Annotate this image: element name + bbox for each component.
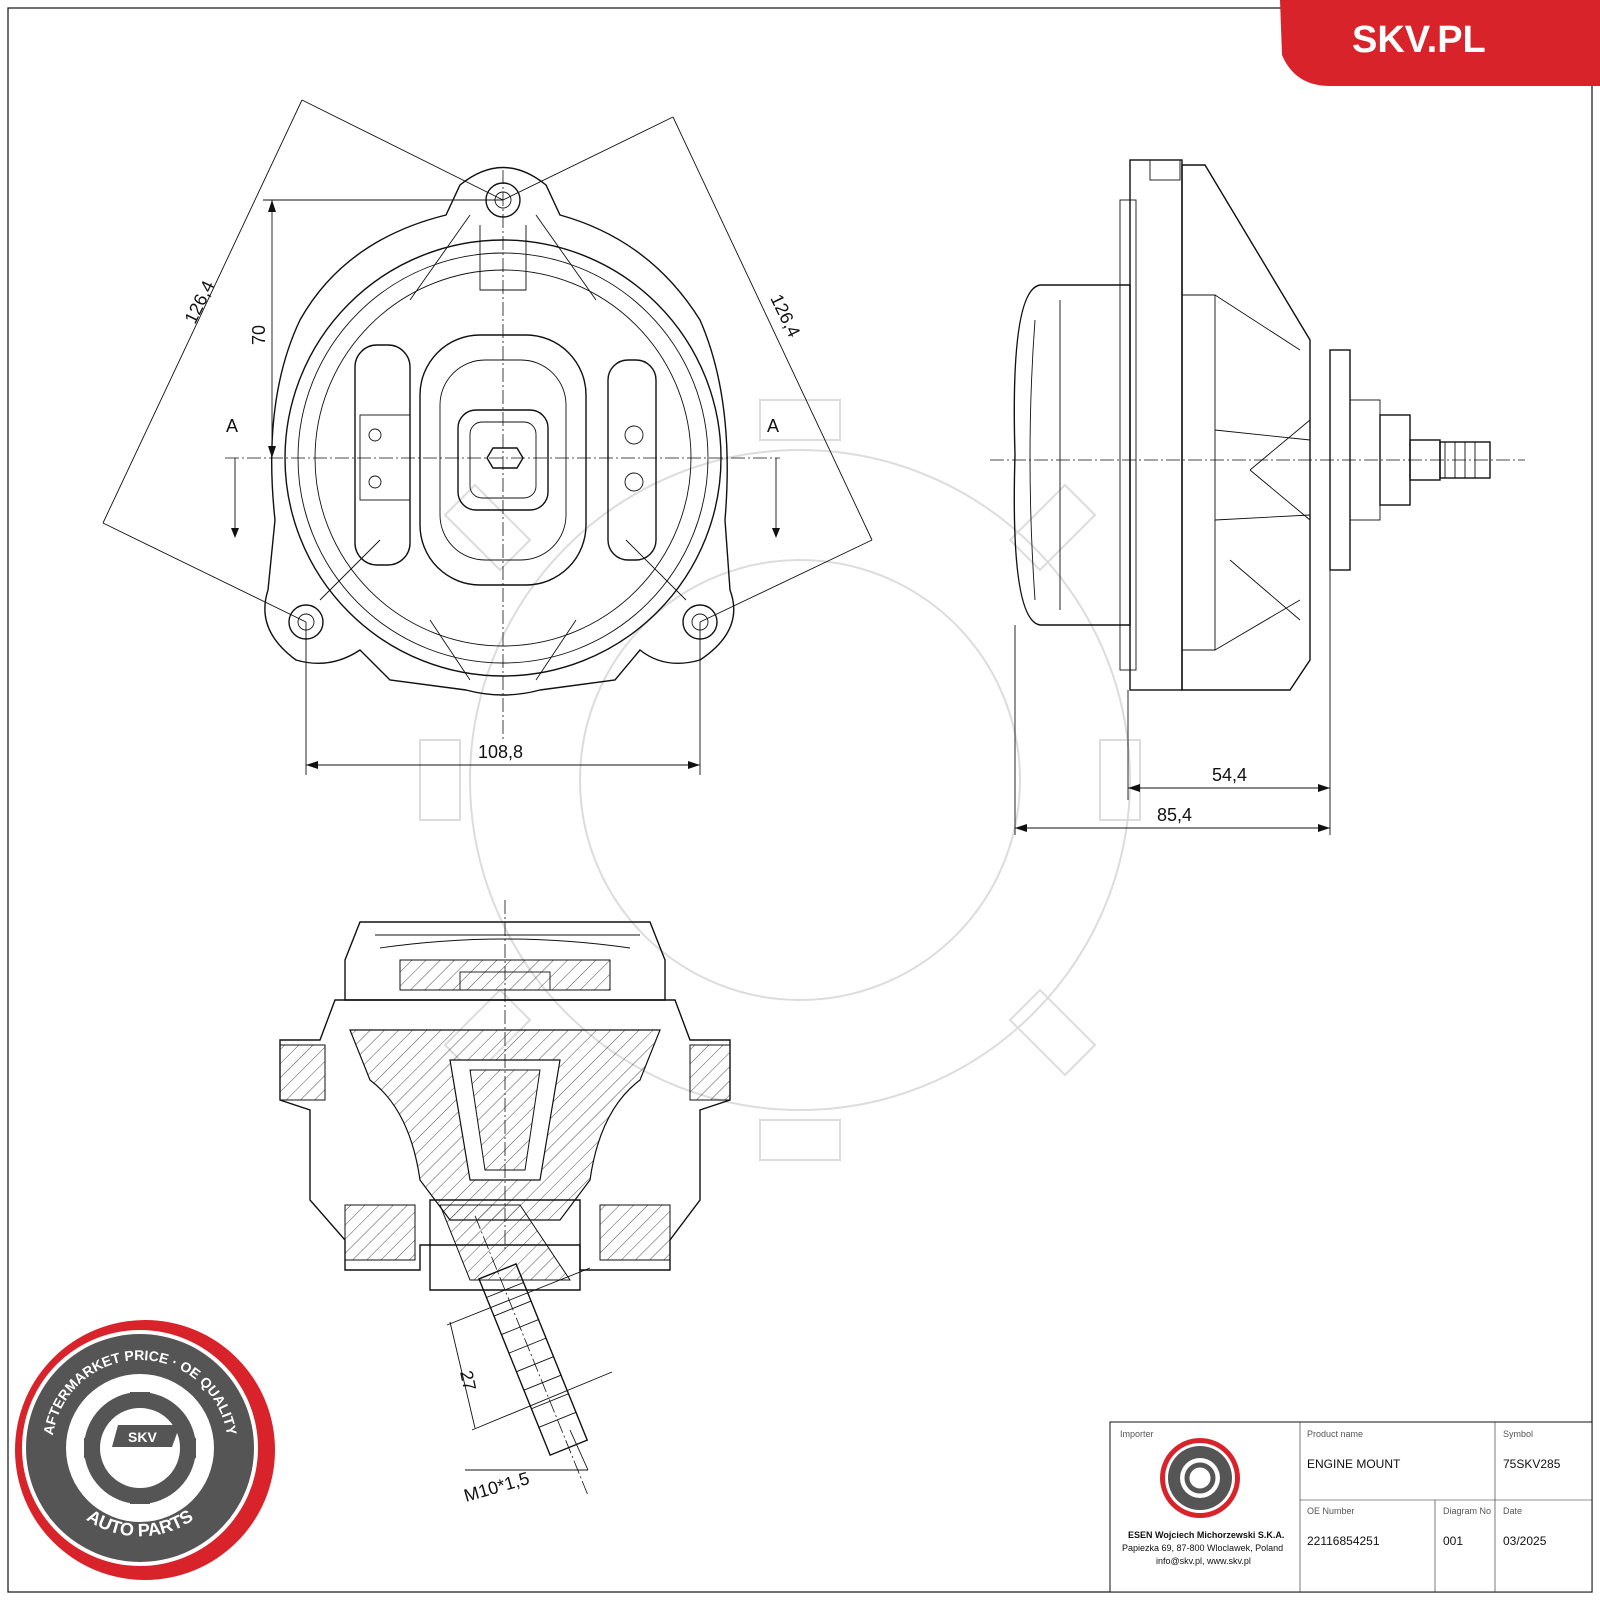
seal-center-text: SKV <box>128 1429 157 1445</box>
dim-thread-length-27: 27 <box>456 1369 480 1393</box>
date-value: 03/2025 <box>1503 1534 1547 1548</box>
brand-site-text: SKV.PL <box>1352 19 1486 61</box>
front-view: A A 70 126,4 126,4 108,8 <box>102 99 873 775</box>
importer-name: ESEN Wojciech Michorzewski S.K.A. <box>1128 1530 1284 1540</box>
brand-badge: SKV.PL <box>1280 0 1600 86</box>
sheet-border <box>7 7 1593 1593</box>
quality-seal: AFTERMARKET PRICE · OE QUALITY AUTO PART… <box>15 1320 275 1580</box>
dim-overall-85-4: 85,4 <box>1157 805 1192 825</box>
dim-width-108-8: 108,8 <box>478 742 523 762</box>
symbol-label: Symbol <box>1503 1429 1533 1439</box>
product-name-label: Product name <box>1307 1429 1363 1439</box>
thread-size-m10: M10*1,5 <box>462 1468 532 1506</box>
importer-logo <box>1160 1438 1240 1518</box>
importer-contact: info@skv.pl, www.skv.pl <box>1156 1556 1251 1566</box>
diagram-no-value: 001 <box>1443 1534 1463 1548</box>
importer-address: Papiezka 69, 87-800 Wloclawek, Poland <box>1122 1543 1283 1553</box>
section-mark-left: A <box>226 416 238 436</box>
dim-height-70: 70 <box>249 325 269 345</box>
symbol-value: 75SKV285 <box>1503 1457 1561 1471</box>
diagram-no-label: Diagram No <box>1443 1506 1491 1516</box>
title-block: Importer ESEN Wojciech Michorzewski S.K.… <box>1109 1421 1593 1593</box>
oe-number-value: 22116854251 <box>1307 1534 1380 1548</box>
section-view: 27 M10*1,5 <box>279 900 731 1506</box>
product-name-value: ENGINE MOUNT <box>1307 1457 1401 1471</box>
dim-body-54-4: 54,4 <box>1212 765 1247 785</box>
section-mark-right: A <box>767 416 779 436</box>
importer-label: Importer <box>1120 1429 1154 1439</box>
date-label: Date <box>1503 1506 1522 1516</box>
oe-number-label: OE Number <box>1307 1506 1355 1516</box>
dim-side-right-126-4: 126,4 <box>766 291 804 340</box>
side-view: 54,4 85,4 <box>990 159 1525 835</box>
gear-watermark <box>419 399 1141 1161</box>
dim-side-left-126-4: 126,4 <box>181 277 219 326</box>
